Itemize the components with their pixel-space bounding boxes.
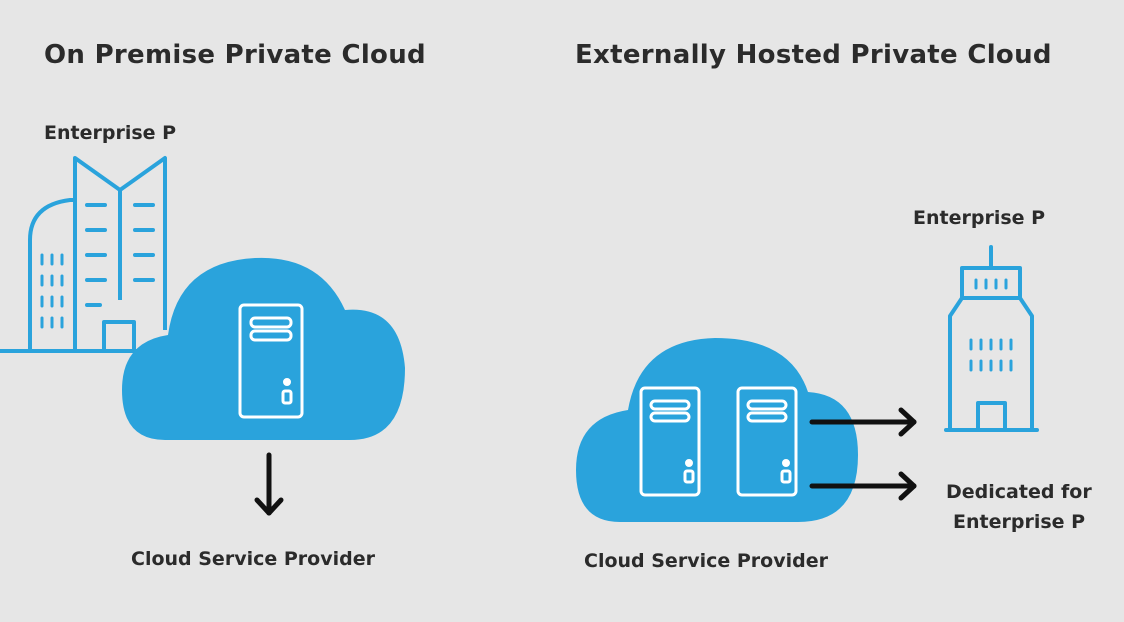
left-diagram-title: On Premise Private Cloud xyxy=(44,40,426,70)
cloud-icon xyxy=(576,338,858,522)
left-provider-label: Cloud Service Provider xyxy=(131,548,375,570)
right-diagram-title: Externally Hosted Private Cloud xyxy=(575,40,1052,70)
server-tower-icon xyxy=(238,303,304,419)
server-tower-icon xyxy=(736,386,798,497)
right-provider-label: Cloud Service Provider xyxy=(584,550,828,572)
tower-building-icon xyxy=(944,245,1039,432)
cloud-icon xyxy=(122,257,405,440)
left-building-label: Enterprise P xyxy=(44,122,177,144)
dedicated-label-line1: Dedicated for xyxy=(946,481,1092,503)
arrow-down-icon xyxy=(254,452,284,516)
dedicated-label-line2: Enterprise P xyxy=(953,511,1086,533)
office-building-icon xyxy=(0,156,170,353)
right-building-label: Enterprise P xyxy=(913,207,1046,229)
arrow-right-icon xyxy=(809,407,917,437)
arrow-right-icon xyxy=(809,471,917,501)
server-tower-icon xyxy=(639,386,701,497)
